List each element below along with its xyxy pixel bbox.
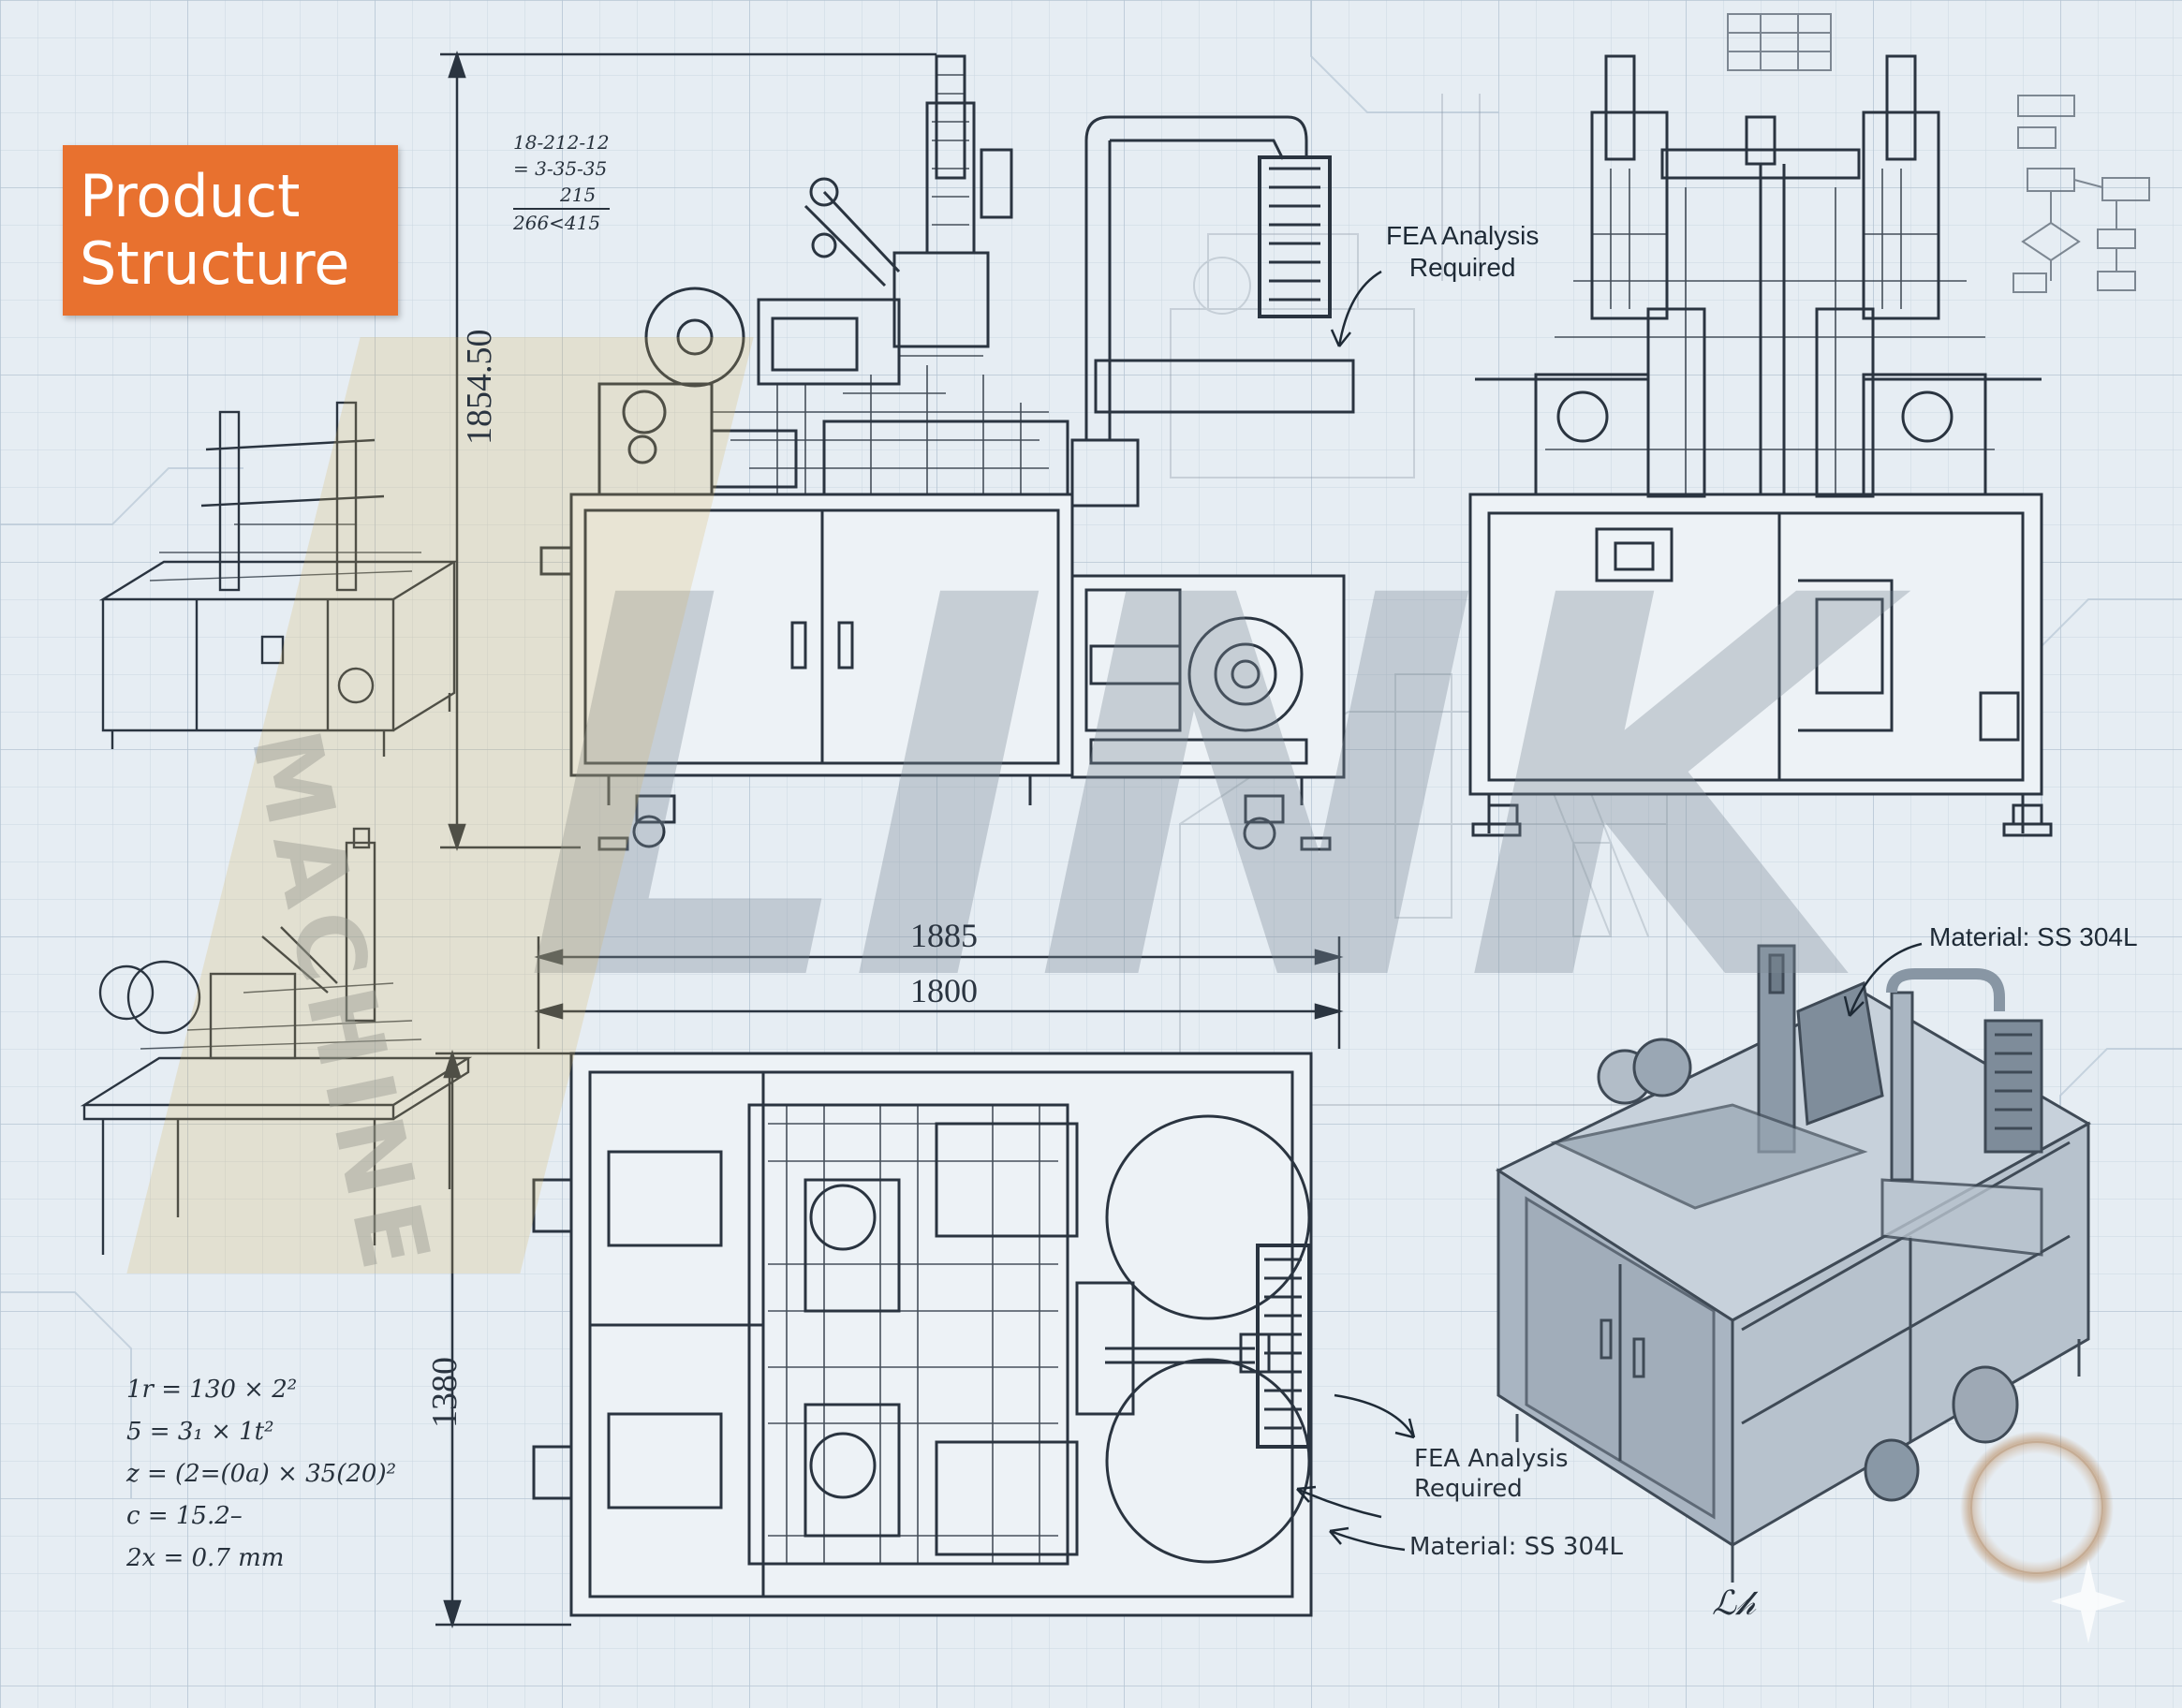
product-structure-title: Product Structure: [63, 145, 398, 316]
calc-top-line: 266<415: [513, 208, 610, 236]
calc-left-line: 5 = 3₁ × 1t²: [126, 1418, 274, 1446]
dimension-width-overall: 1885: [910, 917, 978, 954]
dimension-depth: 1380: [425, 1357, 464, 1428]
plan-view-drawing: [532, 1052, 1313, 1617]
title-line-2: Structure: [80, 229, 350, 298]
calc-top-line: 215: [560, 184, 597, 206]
coffee-stain-icon: [1960, 1431, 2114, 1584]
material-note-iso: Material: SS 304L: [1929, 922, 2138, 951]
calc-left-line: 1r = 130 × 2²: [126, 1376, 298, 1404]
fea-note-top: FEA Analysis Required: [1386, 221, 1540, 282]
calc-top-line: 18-212-12: [513, 131, 610, 154]
calc-left-line: z = (2=(0a) × 35(20)²: [126, 1460, 397, 1488]
iso-view-render: [1495, 944, 2092, 1583]
iso-view-mid-left: [80, 827, 473, 1255]
dimension-lines: [435, 51, 1344, 1629]
signature: ℒ𝒽: [1712, 1584, 1756, 1623]
side-elevation-drawing: [1468, 54, 2053, 837]
handwritten-calc-left: 1r = 130 × 2² 5 = 3₁ × 1t² z = (2=(0a) ×…: [126, 1369, 396, 1580]
calc-left-line: c = 15.2–: [126, 1502, 243, 1530]
fea-note-bottom: FEA Analysis Required: [1414, 1445, 1569, 1503]
dimension-height: 1854.50: [460, 329, 499, 446]
title-line-1: Product: [80, 162, 301, 230]
annotation-arrows: [1296, 270, 1923, 1552]
calc-top-line: = 3-35-35: [513, 157, 608, 180]
material-note-bottom: Material: SS 304L: [1409, 1533, 1624, 1561]
handwritten-calc-top: 18-212-12 = 3-35-35 215 266<415: [513, 129, 610, 236]
iso-view-top-left: [98, 401, 459, 757]
front-elevation-drawing: [539, 54, 1355, 851]
calc-left-line: 2x = 0.7 mm: [126, 1544, 285, 1572]
dimension-width-inner: 1800: [910, 972, 978, 1009]
sparkle-icon: [2051, 1559, 2126, 1643]
flowchart-sketch-icon: [1727, 13, 2150, 293]
